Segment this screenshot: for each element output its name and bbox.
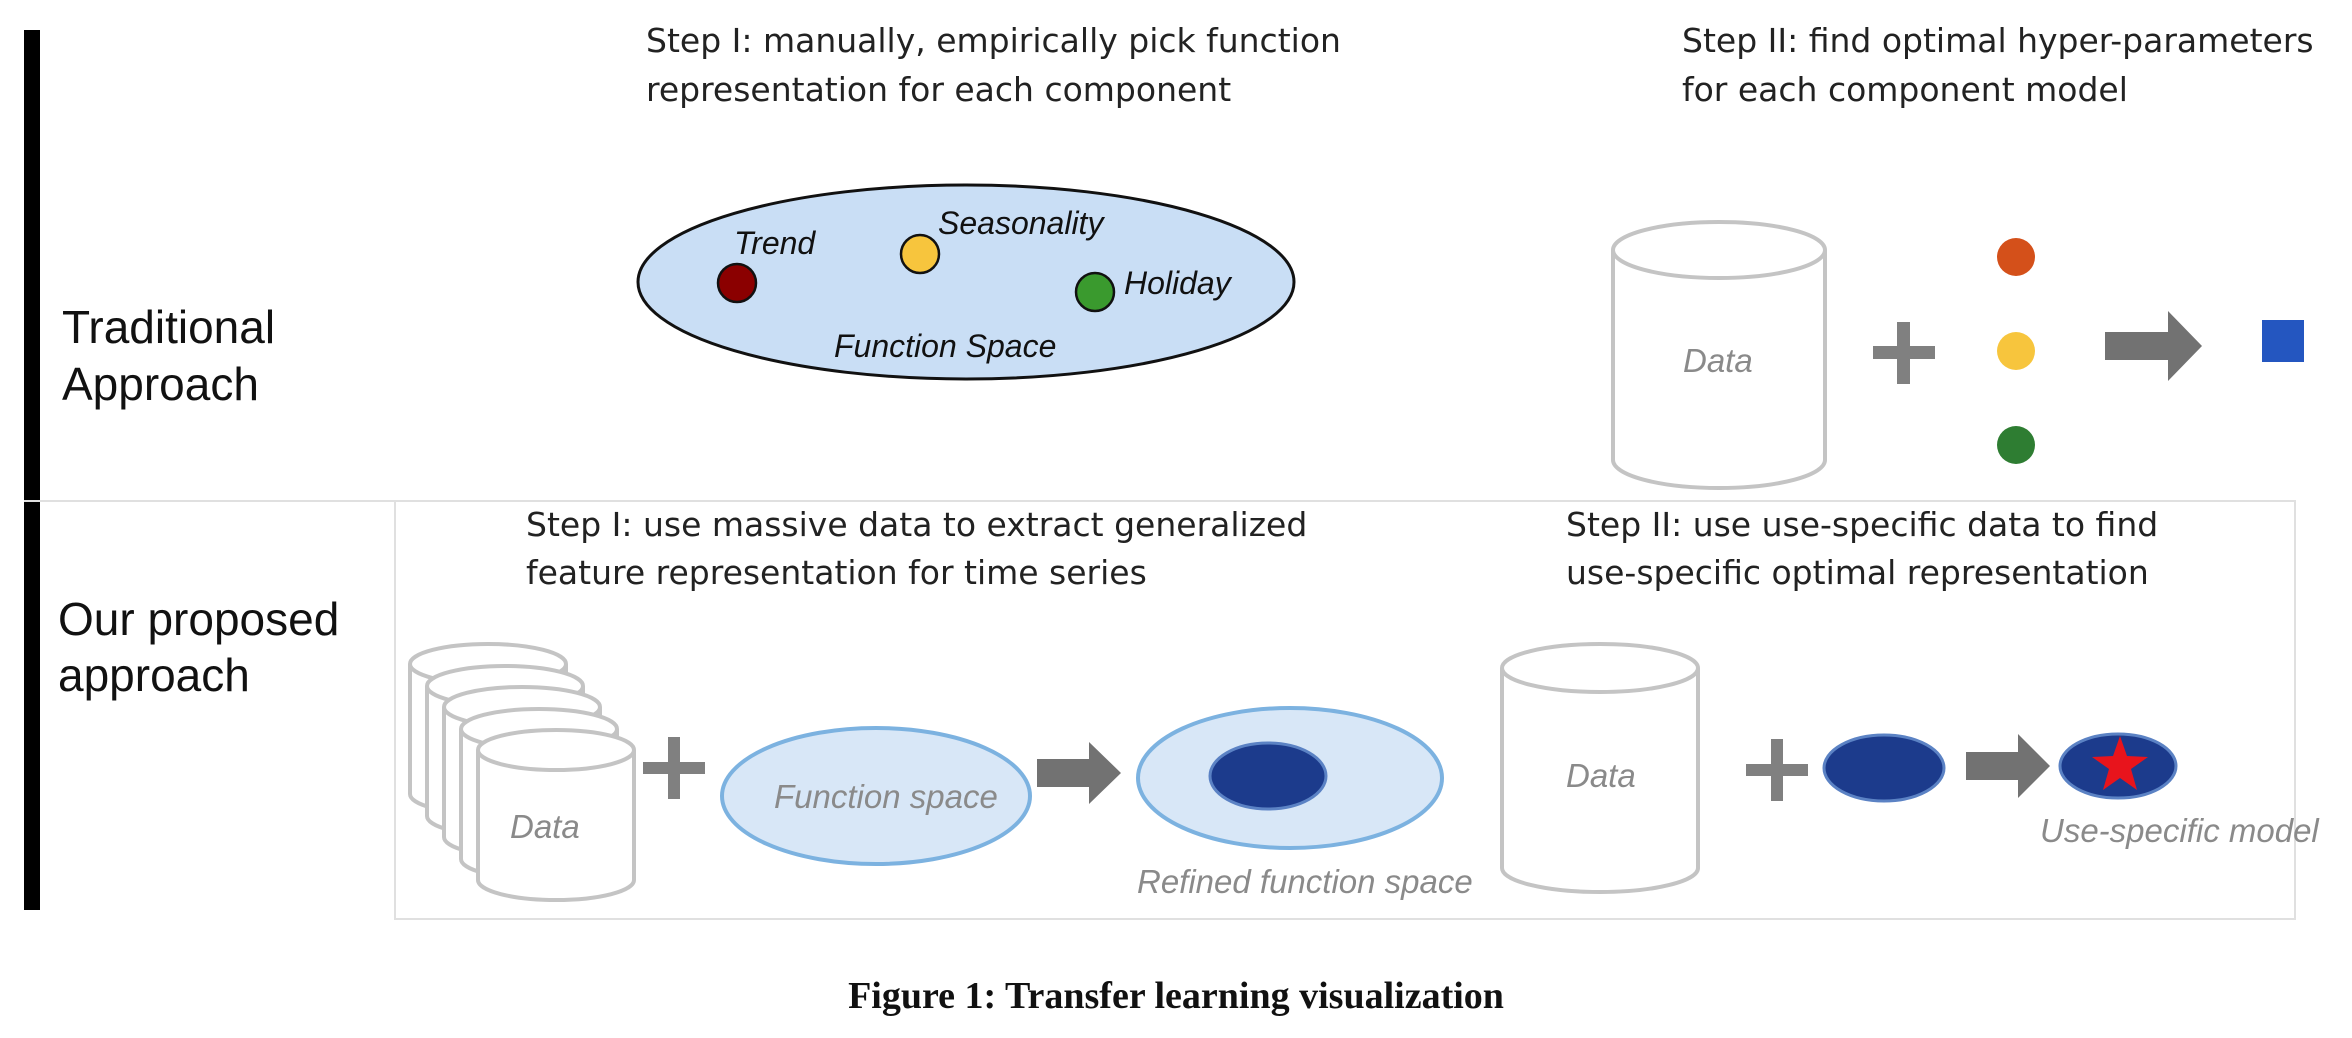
- proposed-step1-line1: Step I: use massive data to extract gene…: [526, 505, 1307, 544]
- refined-function-space-label: Refined function space: [1137, 863, 1473, 900]
- traditional-data-cylinder: Data: [1611, 220, 1827, 490]
- proposed-step2-line2: use-specific optimal representation: [1566, 553, 2149, 592]
- traditional-plus-icon: [1873, 322, 1935, 384]
- holiday-label: Holiday: [1124, 265, 1233, 301]
- component-model-dot-orange: [1997, 238, 2035, 276]
- proposed-label-line1: Our proposed: [58, 593, 339, 645]
- use-specific-data-cylinder: Data: [1500, 642, 1700, 894]
- proposed-plus-icon-2: [1746, 739, 1808, 801]
- traditional-step1-line2: representation for each component: [646, 70, 1231, 109]
- traditional-data-label: Data: [1683, 342, 1753, 379]
- component-model-dot-yellow: [1997, 332, 2035, 370]
- trend-dot: [716, 262, 758, 304]
- traditional-step2-line1: Step II: find optimal hyper-parameters: [1682, 21, 2314, 60]
- traditional-step2-line2: for each component model: [1682, 70, 2128, 109]
- holiday-dot: [1074, 271, 1116, 313]
- star-icon: [2092, 736, 2148, 790]
- refined-core-ellipse: [1208, 741, 1328, 811]
- proposed-panel-frame: [394, 500, 2296, 920]
- function-space-label: Function Space: [834, 328, 1056, 364]
- seasonality-label: Seasonality: [938, 205, 1105, 241]
- traditional-arrow-icon: [2105, 311, 2202, 381]
- output-model-square: [2262, 320, 2304, 362]
- use-specific-data-label: Data: [1566, 757, 1636, 794]
- proposed-arrow-icon-2: [1966, 734, 2050, 798]
- traditional-step1-line1: Step I: manually, empirically pick funct…: [646, 21, 1341, 60]
- use-specific-model-label: Use-specific model: [2040, 812, 2320, 849]
- traditional-label-line1: Traditional: [62, 301, 275, 353]
- proposed-plus-icon-1: [643, 737, 705, 799]
- component-model-dot-green: [1997, 426, 2035, 464]
- seasonality-dot: [899, 233, 941, 275]
- proposed-step2-line1: Step II: use use-specific data to find: [1566, 505, 2158, 544]
- trend-label: Trend: [734, 225, 816, 261]
- massive-data-cylinder-stack: Data: [408, 642, 636, 902]
- optimal-representation-ellipse: [1822, 733, 1946, 803]
- massive-data-label: Data: [510, 808, 580, 845]
- proposed-label-line2: approach: [58, 649, 250, 701]
- traditional-label-line2: Approach: [62, 358, 259, 410]
- proposed-arrow-icon-1: [1037, 742, 1121, 804]
- proposed-step1-line2: feature representation for time series: [526, 553, 1147, 592]
- figure-caption: Figure 1: Transfer learning visualizatio…: [848, 975, 1504, 1017]
- function-space-ellipse: [636, 183, 1296, 381]
- function-space-ellipse-proposed: [720, 726, 1032, 866]
- left-section-bar: [24, 30, 40, 910]
- function-space-proposed-label: Function space: [774, 778, 998, 815]
